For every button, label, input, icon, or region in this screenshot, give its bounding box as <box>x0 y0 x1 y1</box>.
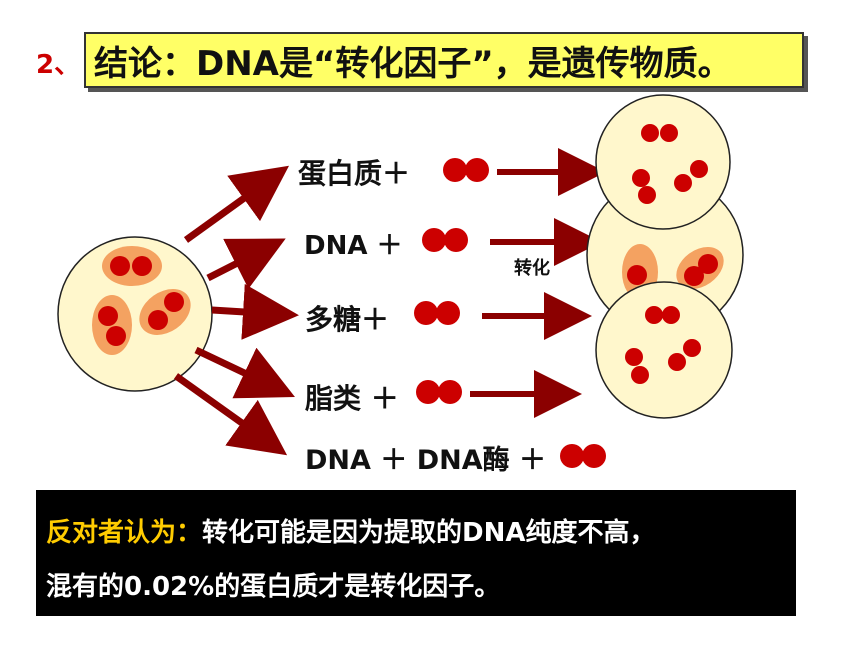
bacterium-dot <box>674 174 692 192</box>
fan-arrow <box>183 165 290 243</box>
row-label-protein: 蛋白质＋ <box>298 157 411 190</box>
bacterium-dot <box>641 124 659 142</box>
fan-arrow <box>194 346 295 399</box>
conclusion-title: 结论：DNA是“转化因子”，是遗传物质。 <box>84 32 804 88</box>
bacterium-dot <box>438 380 462 404</box>
bacterium-dot <box>148 310 168 330</box>
bacterium-dot <box>698 254 718 274</box>
fan-arrow <box>206 238 286 289</box>
fan-arrows <box>173 165 299 456</box>
bacterium-dot <box>660 124 678 142</box>
section-number: 2、 <box>36 50 81 80</box>
bacterium-dot <box>132 256 152 276</box>
bacterium-dot <box>443 158 467 182</box>
source-cell <box>57 236 213 392</box>
bacterium-dot <box>98 306 118 326</box>
bacterium-dot <box>625 348 643 366</box>
objection-text-1: 转化可能是因为提取的DNA纯度不高， <box>202 518 656 548</box>
bacterium-dot <box>416 380 440 404</box>
result-cell-polysaccharide <box>595 281 733 419</box>
fan-arrow <box>211 283 299 340</box>
bacterium-dot <box>436 301 460 325</box>
bacterium-dot <box>465 158 489 182</box>
objection-line-2: 混有的0.02%的蛋白质才是转化因子。 <box>46 572 501 602</box>
bacterium-dot <box>684 266 704 286</box>
objection-line-1: 反对者认为：转化可能是因为提取的DNA纯度不高， <box>46 512 655 549</box>
bacterium-dot <box>422 228 446 252</box>
bacterium-dot <box>668 353 686 371</box>
bacteria-pairs <box>414 158 606 468</box>
bacterium-dot <box>638 186 656 204</box>
bacterium-dot <box>683 339 701 357</box>
bacterium-dot <box>690 160 708 178</box>
result-cell-protein <box>595 94 731 230</box>
bacterium-dot <box>164 292 184 312</box>
row-label-dna: DNA ＋ <box>304 231 403 261</box>
bacterium-dot <box>560 444 584 468</box>
result-arrows <box>470 148 606 418</box>
fan-arrow <box>173 373 288 456</box>
bacterium-dot <box>106 326 126 346</box>
bacterium-dot <box>582 444 606 468</box>
bacterium-dot <box>110 256 130 276</box>
bacterium-dot <box>632 169 650 187</box>
bacterium-dot <box>662 306 680 324</box>
row-label-lipid: 脂类 ＋ <box>305 382 399 415</box>
transform-label: 转化 <box>514 258 550 279</box>
bacterium-dot <box>627 265 647 285</box>
bacterium-dot <box>414 301 438 325</box>
row-label-polysaccharide: 多糖＋ <box>305 303 390 336</box>
bacterium-dot <box>631 366 649 384</box>
row-label-dna-dnase: DNA ＋ DNA酶 ＋ <box>305 445 547 476</box>
objection-box: 反对者认为：转化可能是因为提取的DNA纯度不高， 混有的0.02%的蛋白质才是转… <box>36 490 796 616</box>
bacterium-dot <box>645 306 663 324</box>
objection-prefix: 反对者认为： <box>46 518 203 548</box>
bacterium-dot <box>444 228 468 252</box>
